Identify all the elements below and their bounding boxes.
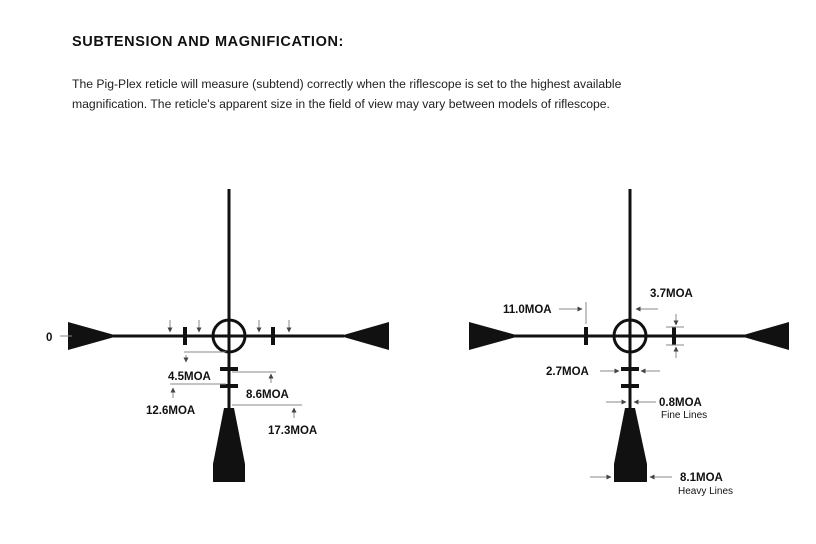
left-hash-mark-bottom-1 <box>220 367 238 371</box>
description-line-1: The Pig-Plex reticle will measure (subte… <box>72 77 622 91</box>
left-label-17-3moa: 17.3MOA <box>268 425 317 437</box>
right-hash-mark-bottom-1 <box>621 367 639 371</box>
right-label-3-7moa: 3.7MOA <box>650 288 693 300</box>
left-hash-mark-left <box>183 327 187 345</box>
left-zero-label: 0 <box>46 332 52 344</box>
left-label-12-6moa: 12.6MOA <box>146 405 195 417</box>
right-heavy-post-bottom <box>614 408 647 482</box>
left-heavy-post-right <box>340 322 389 350</box>
left-label-4-5moa: 4.5MOA <box>168 371 211 383</box>
right-heavy-post-right <box>740 322 789 350</box>
left-center-circle <box>211 318 247 354</box>
right-label-2-7moa: 2.7MOA <box>546 366 589 378</box>
left-hash-mark-bottom-2 <box>220 384 238 388</box>
right-hash-mark-right <box>672 327 676 345</box>
right-center-circle <box>612 318 648 354</box>
left-heavy-post-bottom <box>213 408 245 482</box>
section-title: SUBTENSION AND MAGNIFICATION: <box>72 34 344 50</box>
right-heavy-post-left <box>469 322 520 350</box>
section-description: The Pig-Plex reticle will measure (subte… <box>72 74 752 114</box>
right-reticle: 11.0MOA 3.7MOA 2.7MOA 0.8MOA Fine Lines … <box>469 189 789 497</box>
right-label-heavy-lines: Heavy Lines <box>678 486 733 497</box>
left-hash-mark-right <box>271 327 275 345</box>
description-line-2: magnification. The reticle's apparent si… <box>72 97 610 111</box>
left-reticle: 0 4.5MOA 8.6MOA 12.6MOA 17.3MOA <box>46 189 389 482</box>
right-hash-mark-bottom-2 <box>621 384 639 388</box>
right-label-8-1moa: 8.1MOA <box>680 472 723 484</box>
left-heavy-post-left <box>68 322 118 350</box>
right-label-11-0moa: 11.0MOA <box>503 304 552 316</box>
right-label-fine-lines: Fine Lines <box>661 410 707 421</box>
right-hash-mark-left <box>584 327 588 345</box>
left-label-8-6moa: 8.6MOA <box>246 389 289 401</box>
right-label-0-8moa: 0.8MOA <box>659 397 702 409</box>
